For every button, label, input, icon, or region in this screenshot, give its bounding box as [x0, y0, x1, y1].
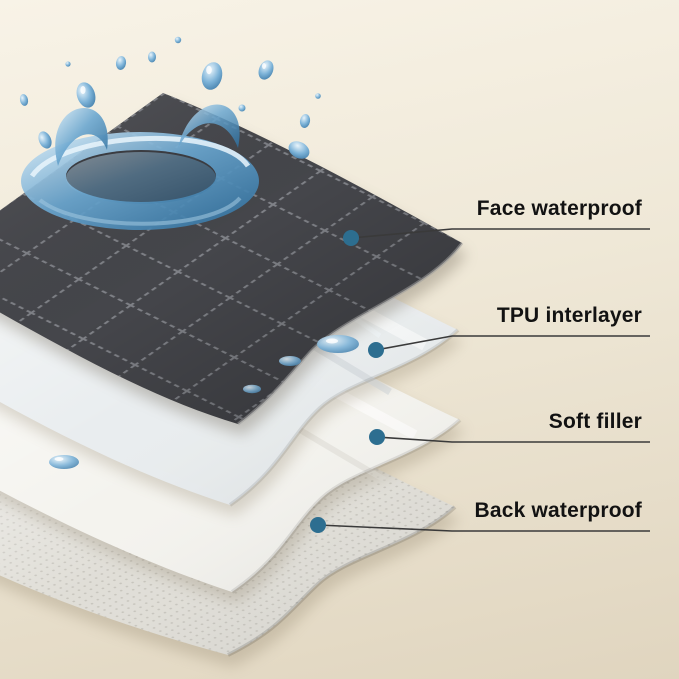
callout-dot-face-waterproof — [343, 230, 359, 246]
callout-dots — [310, 230, 385, 533]
droplet-highlights — [80, 63, 266, 94]
label-soft-filler: Soft filler — [548, 410, 642, 433]
leader-line-back-waterproof — [317, 524, 650, 532]
label-tpu-interlayer: TPU interlayer — [496, 304, 642, 327]
callout-dot-back-waterproof — [310, 517, 326, 533]
leader-line-tpu-interlayer — [375, 335, 650, 351]
water-droplets-lower — [49, 335, 359, 469]
leader-lines — [317, 228, 650, 532]
label-face-waterproof: Face waterproof — [476, 197, 642, 220]
leader-line-soft-filler — [376, 436, 650, 443]
label-back-waterproof: Back waterproof — [474, 499, 642, 522]
leader-line-face-waterproof — [350, 228, 650, 239]
water-splash — [19, 36, 321, 230]
callout-dot-tpu-interlayer — [368, 342, 384, 358]
callout-dot-soft-filler — [369, 429, 385, 445]
